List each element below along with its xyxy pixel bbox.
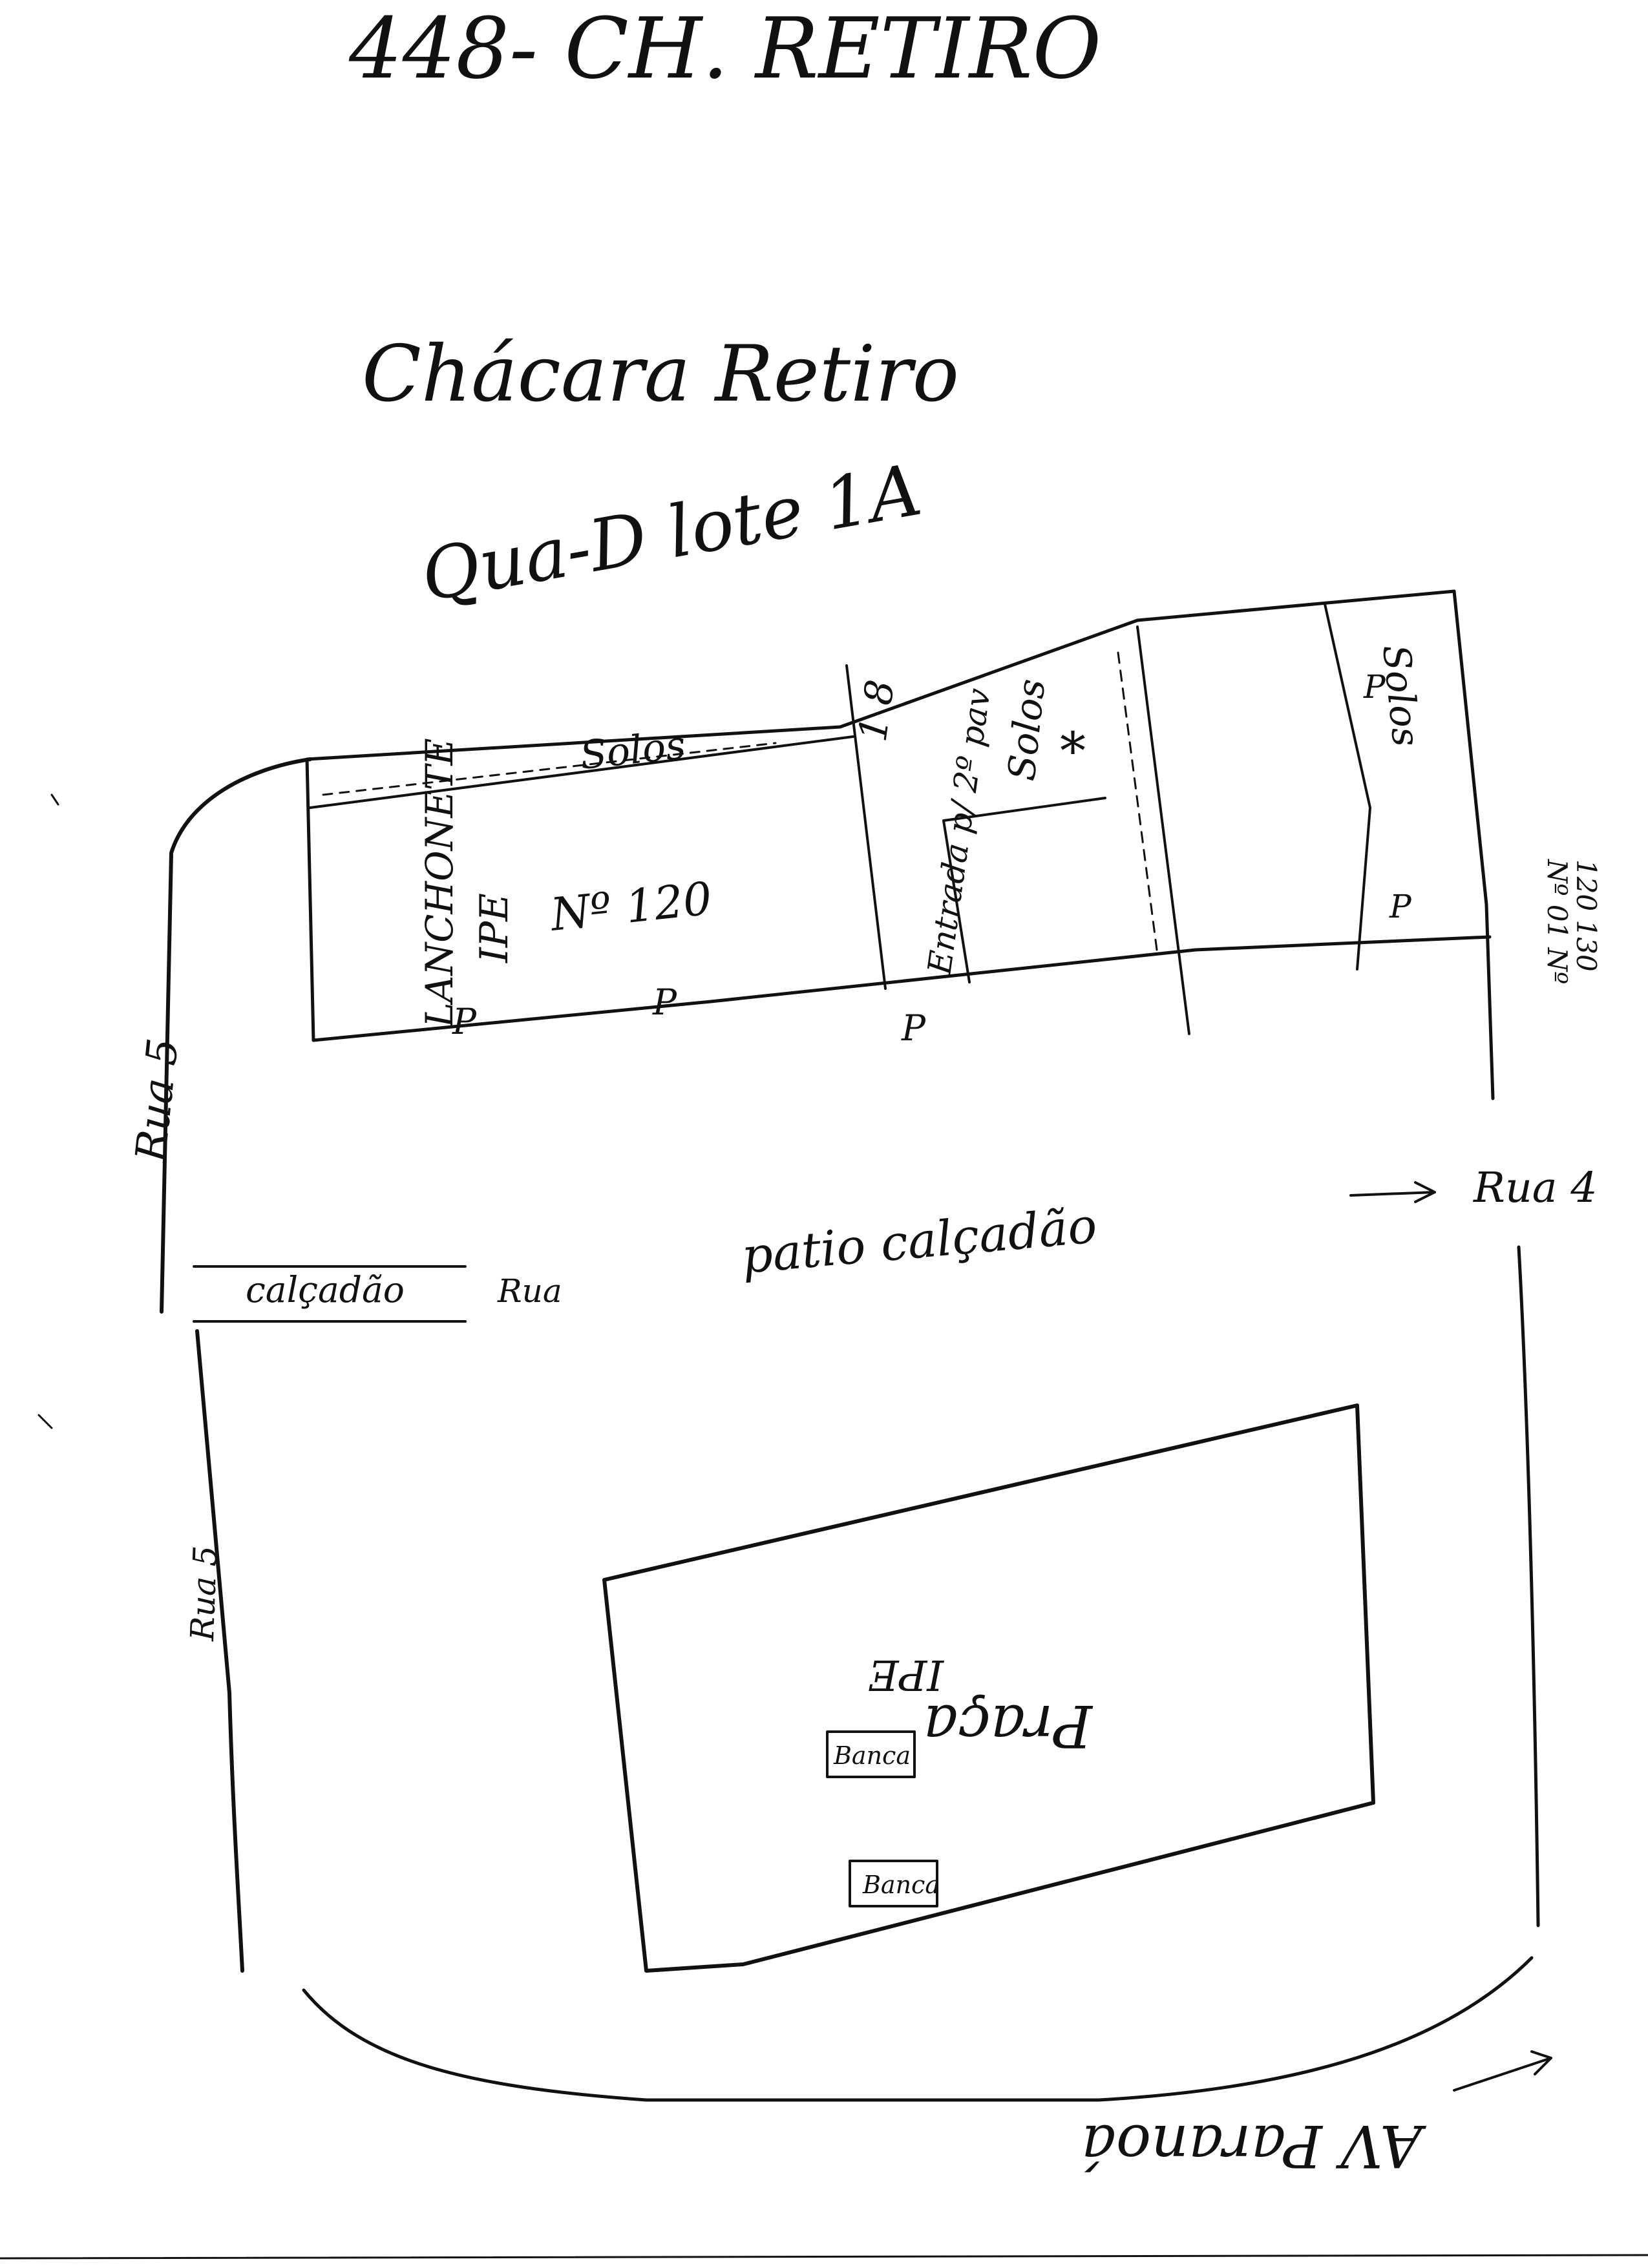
banca-box-1 — [826, 1730, 916, 1778]
ipe-bottom-label: IPE — [868, 1650, 944, 1699]
building-top-edge — [305, 589, 1456, 761]
building-right-edge — [1452, 589, 1495, 1100]
solos-right-label: Solos — [1374, 642, 1428, 748]
scan-left-marks — [37, 793, 59, 1429]
p-marker-1: P — [452, 1001, 477, 1042]
solos-strip-line — [309, 735, 854, 809]
number-label: Nº 120 — [547, 872, 714, 941]
building-left-edge — [305, 757, 315, 1042]
banca-label-1: Banca — [833, 1741, 911, 1770]
avenida-label: AV Paranoá — [1081, 2112, 1426, 2179]
place-name: Chácara Retiro — [362, 330, 959, 419]
rua5-bottom-label: Rua 5 — [184, 1545, 224, 1642]
banca-box-2 — [849, 1860, 938, 1907]
praca-label: Praça — [924, 1692, 1093, 1759]
entrada-label: Entrada p/ 2º pav — [920, 686, 998, 978]
ipe-top-label: IPE — [472, 893, 517, 963]
block-outline-right — [1517, 1245, 1540, 1927]
p-marker-5: P — [1389, 888, 1412, 925]
entrada-left-wall — [845, 664, 887, 990]
lanchonete-label: LANCHONETE — [417, 738, 461, 1028]
divider-2 — [1324, 603, 1371, 971]
solos-top-label: Solos — [578, 722, 688, 779]
divider-1 — [1136, 625, 1190, 1035]
patio-label: patio calçadão — [739, 1197, 1099, 1285]
scan-bottom-rule — [0, 2254, 1648, 2260]
entrada-right-wall — [942, 797, 1106, 983]
right-note-1: Nº 01 Nº — [1541, 859, 1573, 984]
plaza-outline — [602, 1403, 1375, 1973]
block-outline-bottom — [302, 1956, 1534, 2102]
p-marker-2: P — [652, 982, 677, 1023]
block-lot-label: Qua-D lote 1A — [415, 448, 927, 618]
rua4-label: Rua 4 — [1473, 1164, 1598, 1212]
asterisk-mark: * — [1060, 721, 1086, 781]
right-note-2: 120 130 — [1570, 859, 1602, 972]
entrada-number: 1 8 — [850, 677, 904, 744]
calcadao-lines — [193, 1265, 467, 1323]
block-outline-left — [160, 757, 312, 1973]
rua5-top-label: Rua 5 — [127, 1036, 188, 1164]
p-marker-3: P — [901, 1007, 926, 1049]
rua-small-label: Rua — [497, 1272, 562, 1310]
avenida-arrow — [1453, 2050, 1552, 2092]
building-bottom-edge — [312, 935, 1492, 1042]
rua4-arrow — [1349, 1181, 1436, 1203]
solos-mid-label: Solos — [999, 677, 1053, 782]
calcadao-label: calçadão — [246, 1269, 405, 1310]
page-title: 448- CH. RETIRO — [348, 0, 1101, 98]
banca-label-2: Banca — [862, 1871, 940, 1899]
dashed-divider — [1117, 651, 1158, 951]
solos-strip-dashed — [322, 742, 777, 796]
p-marker-4: P — [1363, 668, 1386, 706]
